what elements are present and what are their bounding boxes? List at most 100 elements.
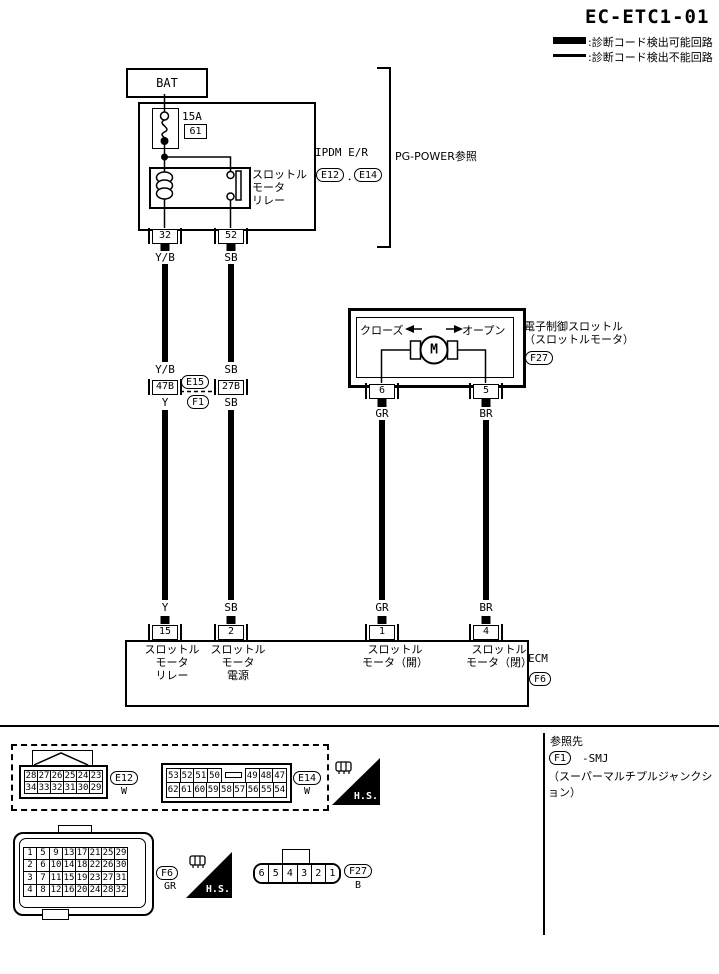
pin-1: 1 — [324, 865, 339, 882]
wire-stub — [226, 243, 236, 251]
relay-label: スロットル モータ リレー — [252, 168, 307, 207]
terminal-number: 32 — [152, 228, 178, 244]
connector-glyph-icon — [335, 761, 352, 774]
ecm-box — [125, 640, 529, 707]
terminal-bracket — [246, 228, 248, 244]
connector-color: GR — [163, 881, 177, 892]
hs-label: H.S. — [205, 884, 230, 895]
terminal-number: 15 — [152, 624, 178, 640]
pg-power-note: PG-POWER参照 — [395, 150, 477, 163]
terminal-bracket — [246, 379, 248, 395]
terminal-bracket — [246, 624, 248, 640]
pin-53: 53 — [166, 768, 181, 783]
pin-9: 9 — [50, 847, 63, 860]
pin-51: 51 — [194, 768, 209, 783]
pin-20: 20 — [76, 884, 89, 897]
ecm-pin-label-4: スロットル モータ（閉） — [466, 643, 532, 669]
wire-stub — [377, 399, 387, 407]
wire-color-label: GR — [375, 407, 389, 420]
open-direction-label: オープン — [462, 324, 506, 337]
terminal-32: 32 — [148, 228, 182, 244]
wire-col4 — [483, 420, 489, 600]
close-direction-label: クローズ — [360, 324, 404, 337]
pin-22: 22 — [89, 859, 102, 872]
e12-tab-roof — [33, 752, 89, 766]
connector-ref-f6: F6 — [529, 672, 552, 686]
connector-ref-f27-footer: F27 — [344, 864, 373, 878]
pin-6: 6 — [37, 859, 50, 872]
pin-4: 4 — [282, 865, 297, 882]
pin-33: 33 — [38, 782, 51, 794]
terminal-number: 5 — [473, 383, 499, 399]
pin-34: 34 — [24, 782, 38, 794]
wire-color-label: Y/B — [155, 363, 175, 376]
wire-stub — [377, 616, 387, 624]
pin-50: 50 — [208, 768, 222, 783]
terminal-bracket — [180, 624, 182, 640]
pin-14: 14 — [63, 859, 76, 872]
terminal-number: 27B — [218, 379, 244, 395]
section-divider — [0, 725, 719, 727]
wire-color-label: SB — [224, 396, 238, 409]
pin-19: 19 — [76, 872, 89, 885]
pin-5: 5 — [37, 847, 50, 860]
ecm-pin-label-2: スロットル モータ 電源 — [210, 643, 266, 682]
pin-28: 28 — [24, 770, 38, 782]
terminal-5: 5 — [469, 383, 503, 399]
pin-8: 8 — [37, 884, 50, 897]
terminal-bracket — [397, 624, 399, 640]
pin-13: 13 — [63, 847, 76, 860]
pin-17: 17 — [76, 847, 89, 860]
pin-31: 31 — [115, 872, 128, 885]
terminal-bracket — [180, 379, 182, 395]
pin-57: 57 — [233, 783, 247, 798]
wire-stub — [160, 616, 170, 624]
pin-29: 29 — [90, 782, 103, 794]
connector-color: W — [303, 786, 311, 797]
terminal-number: 2 — [218, 624, 244, 640]
pin-11: 11 — [50, 872, 63, 885]
terminal-bracket — [365, 624, 367, 640]
wire-col3 — [379, 420, 385, 600]
hs-label: H.S. — [353, 791, 378, 802]
terminal-1: 1 — [365, 624, 399, 640]
pin-2: 2 — [23, 859, 37, 872]
pin-54: 54 — [273, 783, 287, 798]
wire-color-label: SB — [224, 363, 238, 376]
connector-ref-e15: E15 — [181, 375, 210, 389]
pin-21: 21 — [89, 847, 102, 860]
wire-stub — [226, 616, 236, 624]
connector-ref-e14-footer: E14 — [293, 771, 322, 785]
pin-27: 27 — [38, 770, 51, 782]
wire-col2-upper — [228, 264, 234, 362]
terminal-6: 6 — [365, 383, 399, 399]
fuse-box — [152, 108, 179, 149]
pin-18: 18 — [76, 859, 89, 872]
pin-5: 5 — [268, 865, 283, 882]
connector-ref-f1-footer: F1 — [549, 751, 572, 765]
terminal-bracket — [214, 624, 216, 640]
wire-stub — [160, 243, 170, 251]
pin-3: 3 — [23, 872, 37, 885]
terminal-bracket — [214, 379, 216, 395]
ecm-pin-label-15: スロットル モータ リレー — [144, 643, 200, 682]
pin-25: 25 — [102, 847, 115, 860]
harness-side-icon: H.S. — [186, 852, 232, 898]
terminal-number: 52 — [218, 228, 244, 244]
terminal-bracket — [365, 383, 367, 399]
terminal-bracket — [501, 624, 503, 640]
wire-color-label: BR — [479, 407, 493, 420]
terminal-bracket — [397, 383, 399, 399]
pin-10: 10 — [50, 859, 63, 872]
